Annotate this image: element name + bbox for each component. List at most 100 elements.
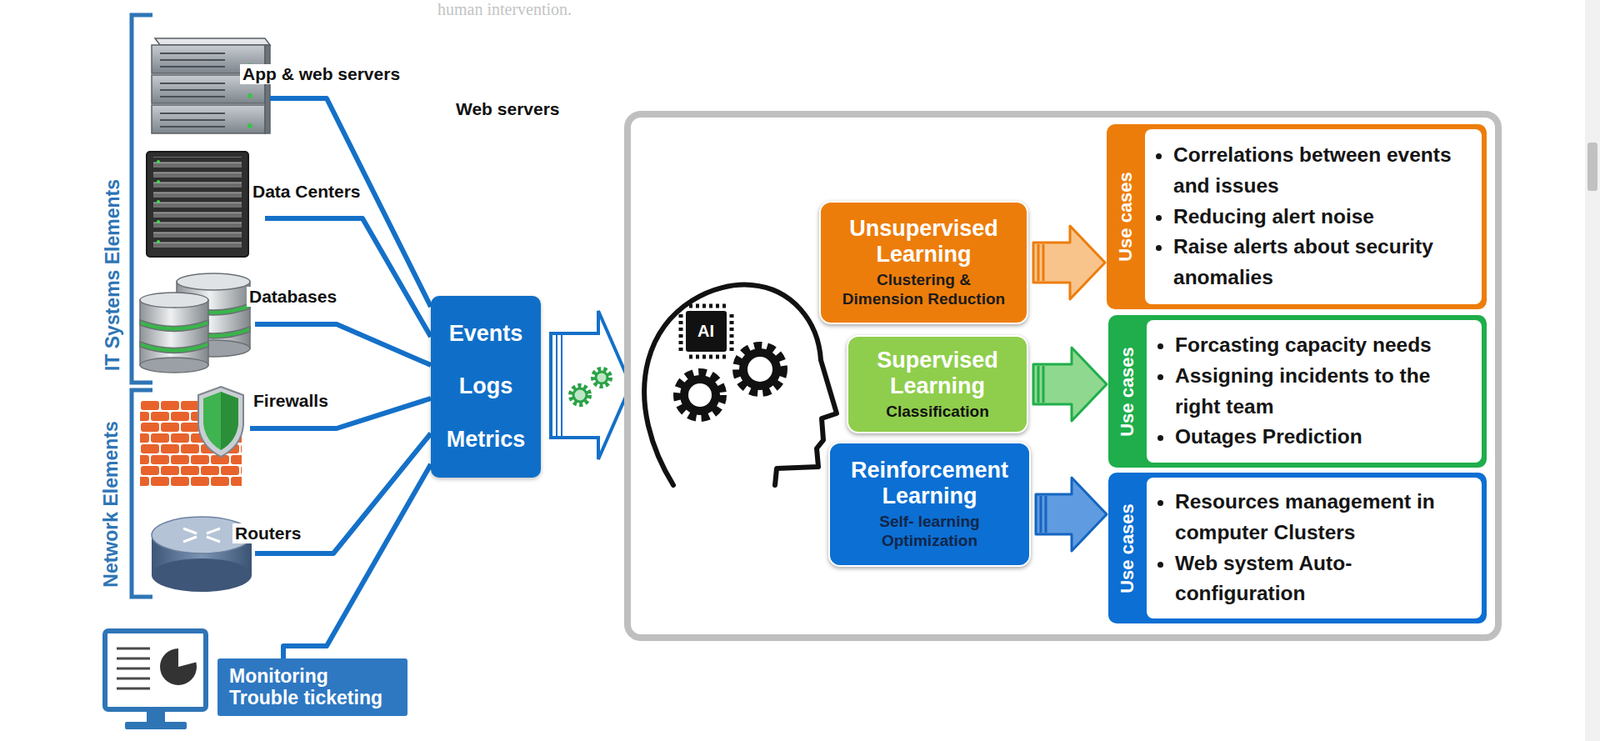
router-node: Routers [148,505,255,592]
block-arrow [1033,347,1107,421]
node-label: Routers [232,523,304,544]
database-icon-part [140,357,209,373]
bullet-item: Correlations between events and issues [1173,140,1474,202]
head-illustration-part [680,305,732,357]
server-icon-part-part [160,52,225,55]
database-icon-part [140,320,209,332]
database-icon-part [140,300,209,365]
server-icon-part-part [160,119,225,121]
scrollbar-part [1587,142,1598,191]
connector-line [283,464,431,659]
flow-arrow [550,310,631,460]
use-case-box: Use casesForcasting capacity needsAssign… [1108,315,1487,468]
learning-box: Unsupervised LearningClustering & Dimens… [819,200,1029,325]
head-illustration-part [684,379,716,411]
bullet-list: Correlations between events and issuesRe… [1145,140,1474,294]
flow-arrow-part [573,388,587,402]
flow-arrow-part [550,310,631,460]
use-case-box: Use cases Resources management in compute… [1108,472,1487,624]
head-illustration-part-part [730,314,735,351]
server-icon-part-part [265,45,270,134]
tab-label: Use cases [1116,503,1139,594]
chip-label: AI [697,321,715,341]
connector-group [1035,477,1107,551]
firewall-icon-part [198,386,244,457]
server-icon-part [151,38,270,134]
server-icon-part-part [160,59,225,61]
rack-icon-part [146,151,249,257]
server-icon-part-part [160,125,225,128]
bullet-item: Raise alerts about security anomalies [1173,231,1474,294]
database-icon-part [140,292,209,308]
rack-icon-part-part [156,240,160,244]
database-icon [140,273,250,373]
panel-frame [627,114,1499,638]
scrollbar [1585,0,1600,741]
router-icon-part [183,528,220,542]
group-label: Network Elements [100,420,123,587]
server-icon-part-part [160,95,225,98]
bullet-item: Forcasting capacity needs [1175,330,1474,361]
use-case-box: Use casesCorrelations between events and… [1106,124,1487,310]
box-subtitle: Clustering & Dimension Reduction [839,270,1009,310]
server-icon-part-part [160,65,225,68]
database-node: Databases [137,270,255,373]
rack-icon-part [153,156,242,252]
block-arrow [1035,477,1107,551]
head-illustration-part [737,346,783,392]
head-illustration-part [644,285,837,485]
arrow-stripe [1042,244,1045,281]
flow-arrow-part [560,335,563,436]
rack-icon-part-part [156,160,160,164]
monitor-icon-part [116,648,150,689]
server-node: App & web servers [148,35,270,138]
use-case-list: Correlations between events and issuesRe… [1145,129,1482,305]
connector-group [1033,225,1105,300]
learning-box: Reinforcement LearningSelf- learning Opt… [828,441,1031,567]
head-illustration-part [685,310,727,352]
connector-group [1033,347,1107,421]
router-icon-part-part [183,536,197,542]
datacenter-node: Data Centers [142,148,265,260]
bullet-item: Assigning incidents to the right team [1175,360,1474,423]
server-icon-part [160,53,225,127]
box-title: Reinforcement Learning [848,457,1011,510]
node-label: Data Centers [250,181,364,202]
firewall-node: Firewalls [137,382,250,490]
monitor-icon-part-part [116,647,150,650]
connector-line [265,218,431,337]
firewall-icon-part [220,391,239,450]
router-icon-part-part [183,528,197,534]
head-illustration-part-part [689,355,726,360]
node-text: Metrics [446,426,526,453]
connector-group [283,464,431,659]
monitor-icon-part-part [116,657,150,660]
bullet-list: Resources management in computer Cluster… [1146,486,1474,610]
node-label: App & web servers [240,64,403,85]
box-subtitle: Self- learning Optimization [848,512,1011,551]
head-illustration [644,285,837,485]
flow-arrow-part [595,371,608,384]
firewall-icon [140,386,244,487]
block-arrow [1033,225,1105,300]
monitor-icon-part-part [116,687,150,690]
node-text: Events [449,320,524,347]
group-label: IT Systems Elements [101,179,125,371]
node-label: Databases [246,286,340,307]
learning-box: Supervised LearningClassification [846,335,1029,434]
server-icon-part-part [160,82,225,85]
use-case-tab: Use cases [1108,315,1147,468]
faded-text: human intervention. [437,0,572,20]
connector-line [255,324,431,365]
node-text: Logs [459,373,514,400]
database-icon-part [140,341,209,354]
arrow-stripe [1045,495,1048,533]
monitor-icon-part [105,630,206,710]
arrow-stripe [1042,365,1045,403]
bullet-list: Forcasting capacity needsAssigning incid… [1146,330,1474,453]
server-icon-part-part [247,123,253,129]
head-illustration-part-part [679,314,684,351]
data-box: EventsLogsMetrics [430,295,541,478]
bullet-item: Outages Prediction [1175,421,1474,453]
